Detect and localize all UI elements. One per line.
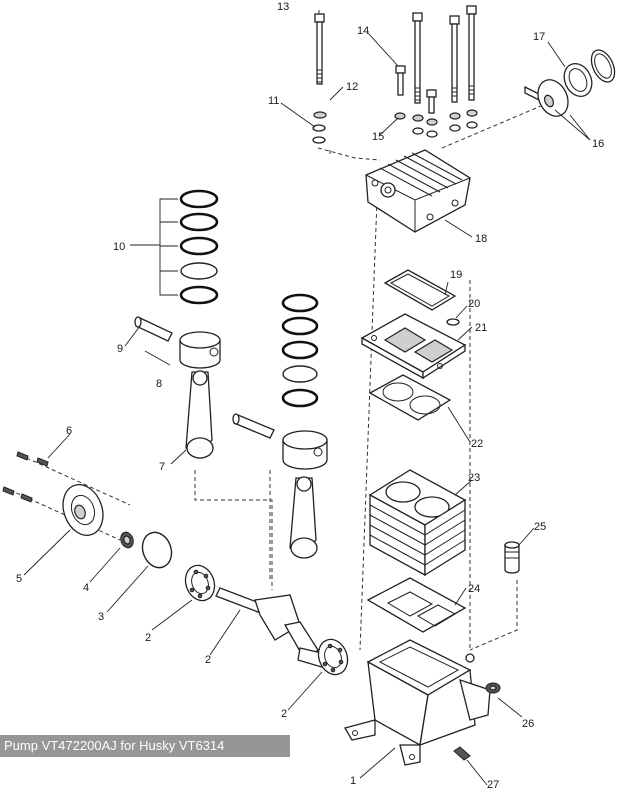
callout-28: 27 <box>487 779 499 789</box>
callout-9: 8 <box>156 378 162 390</box>
callout-10: 9 <box>117 343 123 355</box>
callout-19: 18 <box>475 233 487 245</box>
cylinder-head <box>365 149 471 233</box>
callout-14: 13 <box>277 1 289 13</box>
bearings <box>184 564 349 676</box>
callout-20: 19 <box>450 269 462 281</box>
callout-23: 22 <box>471 438 483 450</box>
callout-12: 11 <box>268 95 279 107</box>
callout-1: 1 <box>350 775 356 787</box>
callout-15: 14 <box>357 25 369 37</box>
callout-11: 10 <box>113 241 125 253</box>
head-gasket <box>383 269 460 326</box>
callout-2-left: 2 <box>145 632 151 644</box>
callout-4: 3 <box>98 611 104 623</box>
washers <box>312 109 478 144</box>
head-bolts <box>314 5 477 114</box>
leader-lines <box>23 10 591 786</box>
callout-25: 24 <box>468 583 480 595</box>
cylinder-gasket <box>368 374 452 421</box>
crankshaft <box>215 587 331 669</box>
callout-6: 5 <box>16 573 22 585</box>
callout-27: 26 <box>522 718 534 730</box>
crankcase <box>344 639 491 766</box>
plugs <box>453 682 501 761</box>
assembly-guide-lines <box>9 99 556 651</box>
end-cover-assembly <box>2 451 173 569</box>
callout-3: 2 <box>205 654 211 666</box>
image-caption: Pump VT472200AJ for Husky VT6314 <box>0 735 290 757</box>
base-gasket <box>366 577 467 633</box>
callout-21: 20 <box>468 298 480 310</box>
callout-2-right: 2 <box>281 708 287 720</box>
callout-26: 25 <box>534 521 546 533</box>
callout-labels: 13 14 12 11 15 17 16 18 10 19 20 21 9 8 … <box>16 1 604 789</box>
callout-17: 16 <box>592 138 604 150</box>
piston-rings-right <box>281 293 319 408</box>
callout-24: 23 <box>468 472 480 484</box>
callout-7: 6 <box>66 425 72 437</box>
piston-rings-left <box>159 189 219 305</box>
callout-13: 12 <box>346 81 358 93</box>
callout-16: 15 <box>372 131 384 143</box>
pistons <box>134 316 328 470</box>
valve-plate <box>360 313 467 380</box>
cylinder-block <box>368 469 467 577</box>
callout-5: 4 <box>83 582 89 594</box>
connecting-rods <box>185 370 318 559</box>
sleeve <box>504 541 520 574</box>
callout-22: 21 <box>475 322 487 334</box>
intake-filter <box>524 49 616 117</box>
callout-8: 7 <box>159 461 165 473</box>
callout-18: 17 <box>533 31 545 43</box>
